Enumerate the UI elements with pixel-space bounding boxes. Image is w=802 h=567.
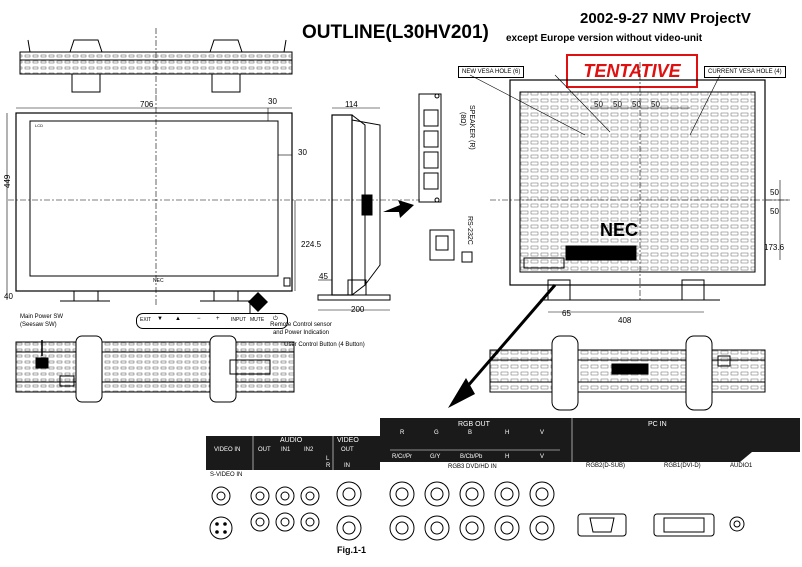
button-up[interactable]: ▲ [175,316,181,322]
audio-r-label: R [326,463,331,469]
rgb-in-h: H [505,454,510,460]
rgb2-label: RGB2(D-SUB) [586,463,626,469]
remote-sensor-callout: Remote Control sensor and Power Indicati… [270,322,332,336]
arrow-to-panel [448,378,475,408]
audio1-label: AUDIO1 [730,463,753,469]
front-button-strip [136,313,288,329]
rgb-in-gy: G/Y [430,454,441,460]
dim-stand-offset: 45 [319,272,328,281]
date-project-label: 2002-9-27 NMV ProjectV [580,10,751,27]
dim-width: 706 [140,100,154,109]
side-terminal-strip [418,93,473,263]
outline-subtitle: except Europe version without video-unit [506,33,703,44]
dim-bezel-side: 30 [298,148,307,157]
figure-label: Fig.1-1 [337,545,367,555]
video-in-label: VIDEO IN [214,447,241,453]
dim-rear-center: 173.6 [764,243,785,252]
rgb-out-b: B [468,430,473,436]
button-exit[interactable]: EXIT [140,317,152,323]
button-input[interactable]: INPUT [231,317,246,323]
rgb-out-h: H [505,430,510,436]
dim-center: 224.5 [301,240,322,249]
audio-out-label: OUT [258,447,271,453]
tentative-stamp: TENTATIVE [566,54,698,88]
audio-in2-label: IN2 [304,447,314,453]
svg-text:LCD: LCD [35,123,43,128]
arrow-side-to-rear [383,200,414,218]
rgb-out-r: R [400,430,405,436]
current-vesa-callout: CURRENT VESA HOLE (4) [704,66,786,78]
rgb-out-header: RGB OUT [458,421,490,428]
rgb-in-rcr: R/Cr/Pr [392,454,412,460]
dim-bezel-top: 30 [268,97,277,106]
dim-depth: 114 [345,100,358,109]
pc-in-header: PC IN [648,421,667,428]
video-header: VIDEO [337,437,359,444]
top-view [19,28,293,96]
dim-vesa-v1: 50 [770,188,779,197]
rear-bottom-view [489,335,766,411]
connector-panel-header [206,418,800,470]
front-view: LCD [6,95,420,305]
front-logo: NEC [153,278,164,284]
button-power[interactable]: ⏻ [273,316,278,322]
svideo-in-label: S-VIDEO IN [210,472,243,478]
user-control-callout: User Control Button (4 Button) [284,342,365,348]
rgb1-label: RGB1(DVI-D) [664,463,701,469]
main-power-callout: Main Power SW (Seesaw SW) [20,314,64,328]
rgb-out-v: V [540,430,545,436]
video-in-short-label: IN [344,463,350,469]
dim-rear-stand-offset: 65 [562,309,571,318]
button-minus[interactable]: − [197,316,201,322]
rgb-in-v: V [540,454,545,460]
bottom-view [15,300,295,403]
rgb-bnc-connectors [389,481,555,541]
svg-text:NEC: NEC [600,220,638,240]
button-plus[interactable]: + [216,316,220,322]
audio-in1-label: IN1 [281,447,291,453]
dim-vesa-v2: 50 [770,207,779,216]
rgb-in-bcb: B/Cb/Pb [460,454,483,460]
dim-bottom: 40 [4,292,13,301]
rear-view: NEC [469,62,790,313]
rgb3-in-label: RGB3 DVD/HD IN [448,464,497,470]
arrow-to-front-panel [248,292,268,312]
video-audio-connectors [209,481,362,541]
outline-title: OUTLINE(L30HV201) [302,22,489,43]
side-view [317,107,391,311]
video-out-label: OUT [341,447,354,453]
new-vesa-callout: NEW VESA HOLE (6) [458,66,525,78]
audio-l-label: L [326,456,330,462]
dim-rear-stand-width: 408 [618,316,632,325]
button-mute[interactable]: MUTE [250,317,265,323]
pc-connectors [577,513,745,537]
dim-stand-width: 200 [351,305,365,314]
audio-header: AUDIO [280,437,303,444]
button-down[interactable]: ▼ [157,316,163,322]
rgb-out-g: G [434,430,439,436]
